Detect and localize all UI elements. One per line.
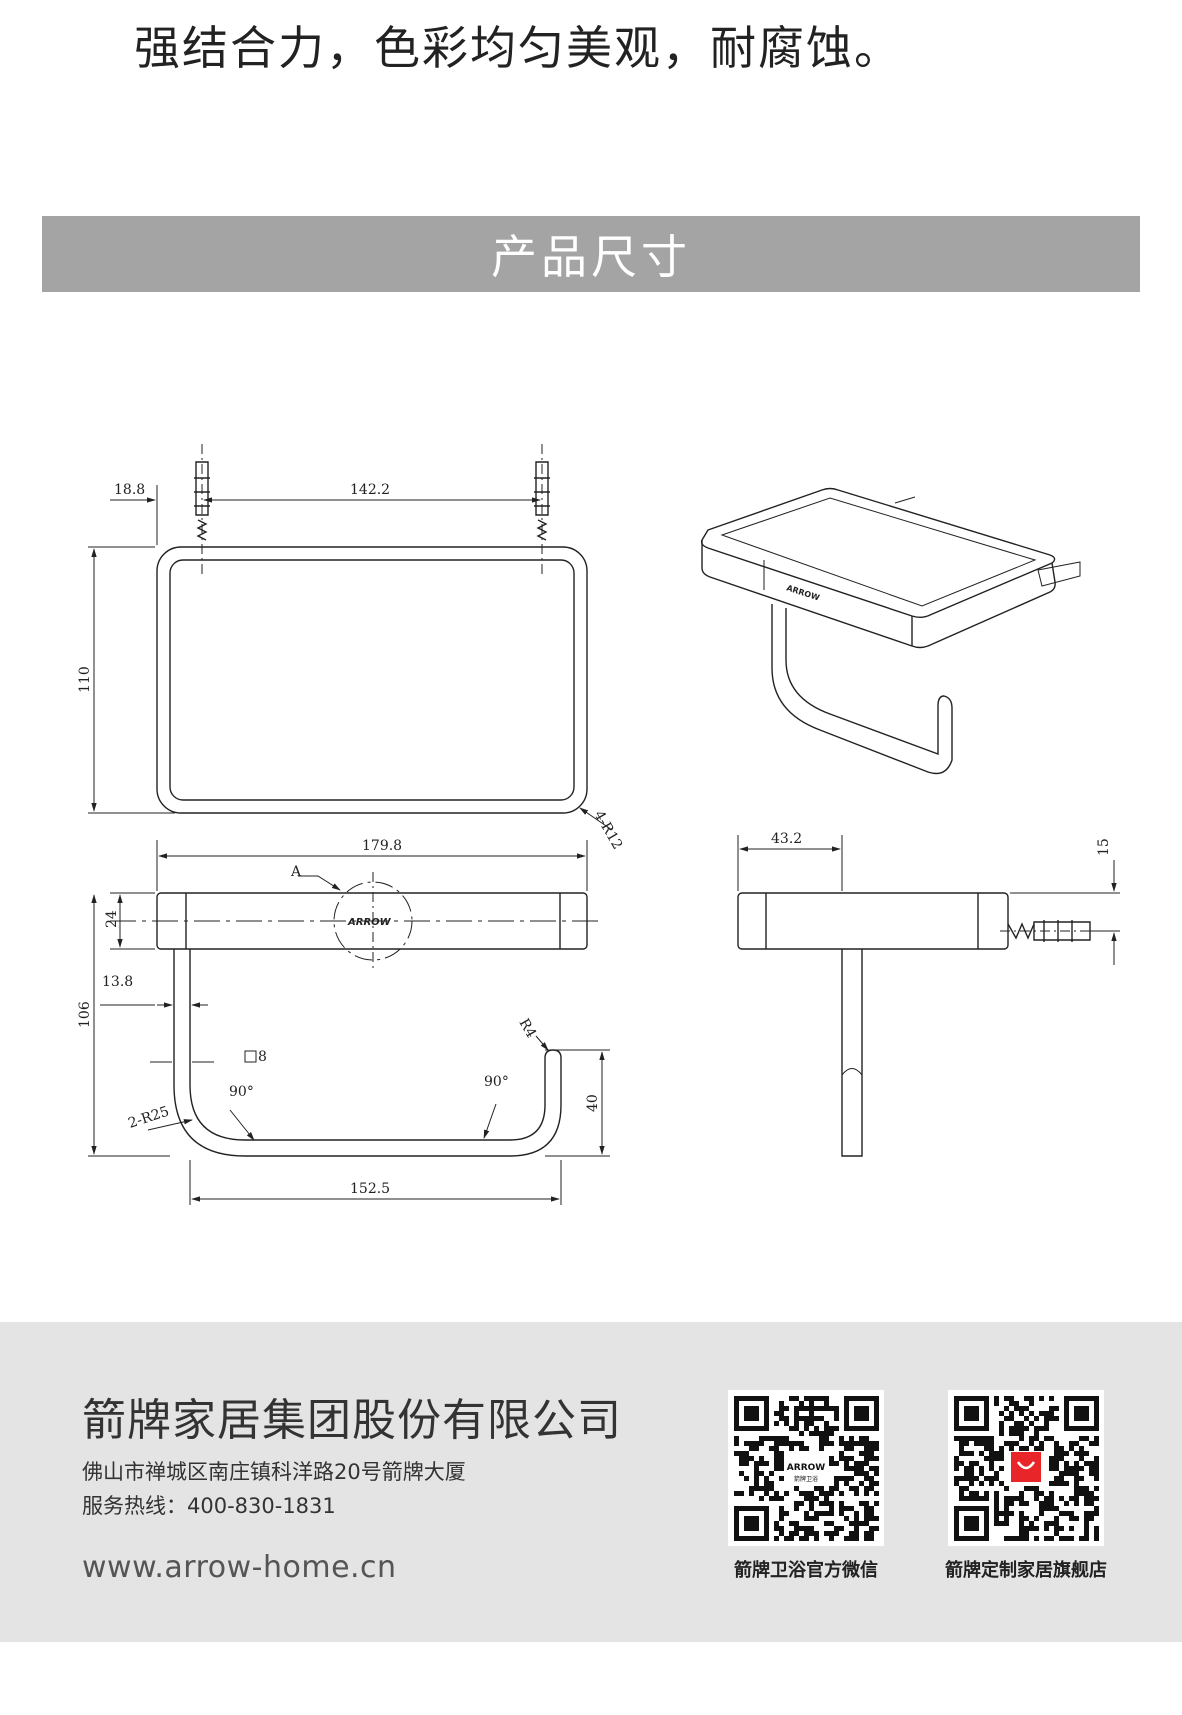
section-banner: 产品尺寸	[42, 216, 1140, 292]
dim-side-depth: 43.2	[771, 831, 802, 847]
qr-center-subtext: 箭牌卫浴	[794, 1475, 818, 1483]
dim-total-width: 179.8	[362, 838, 402, 854]
dim-angle-right: 90°	[484, 1074, 509, 1090]
wall-anchor-left	[194, 444, 210, 575]
footer: 箭牌家居集团股份有限公司 佛山市禅城区南庄镇科洋路20号箭牌大厦 服务热线：40…	[0, 1322, 1182, 1642]
top-view-inner-frame	[169, 559, 575, 801]
dim-shelf-thickness: 24	[104, 910, 120, 928]
top-view-outer-frame	[156, 546, 588, 814]
dim-bar-offset: 13.8	[102, 974, 133, 990]
brand-mark-detail: ARROW	[347, 917, 392, 928]
top-view	[88, 444, 613, 831]
dim-height-top: 110	[77, 666, 93, 693]
iso-shelf-top	[700, 487, 1056, 618]
isometric-view	[700, 487, 1081, 775]
company-name: 箭牌家居集团股份有限公司	[82, 1395, 622, 1446]
dim-anchor-spacing: 142.2	[350, 482, 390, 498]
hanging-bar	[173, 949, 562, 1157]
qr-code-wechat-pattern: ARROW 箭牌卫浴	[734, 1396, 879, 1541]
dim-bar-section: 8	[258, 1049, 267, 1065]
dim-left-margin: 18.8	[114, 482, 145, 498]
website-link[interactable]: www.arrow-home.cn	[82, 1550, 397, 1585]
detail-circle-a	[333, 881, 413, 961]
qr-code-store-pattern	[954, 1396, 1099, 1541]
dim-bend-radius: 2-R25	[126, 1104, 171, 1132]
dim-angle-left: 90°	[229, 1084, 254, 1100]
wall-anchor-right	[534, 444, 550, 575]
detail-label-a: A	[290, 864, 302, 880]
dimension-drawing: 18.8 142.2 110 4-R12 179.8 A ARROW 24 13…	[77, 444, 1120, 1205]
iso-hanging-bar	[771, 604, 953, 775]
qr-code-store[interactable]	[948, 1390, 1104, 1546]
intro-text: 强结合力，色彩均匀美观，耐腐蚀。	[134, 21, 902, 75]
side-wall-anchor	[1000, 920, 1110, 942]
shelf-side	[737, 892, 1009, 950]
dim-bar-width: 152.5	[350, 1181, 390, 1197]
company-address: 佛山市禅城区南庄镇科洋路20号箭牌大厦	[82, 1460, 466, 1484]
dim-corner-radius: 4-R12	[591, 808, 626, 852]
qr-label-store: 箭牌定制家居旗舰店	[945, 1560, 1107, 1581]
brand-mark-iso: ARROW	[785, 583, 820, 602]
dim-total-height: 106	[77, 1001, 93, 1028]
dim-tip-radius: R4	[516, 1016, 540, 1041]
side-view	[737, 835, 1120, 1157]
leader-a	[298, 875, 341, 891]
front-view	[88, 840, 610, 1205]
shopping-bag-icon	[1011, 1452, 1041, 1482]
qr-center-text: ARROW	[787, 1463, 825, 1473]
qr-label-wechat: 箭牌卫浴官方微信	[734, 1560, 878, 1581]
section-square-symbol	[244, 1050, 257, 1063]
dim-bar-depth: 40	[585, 1094, 601, 1112]
section-title: 产品尺寸	[491, 230, 691, 284]
qr-code-wechat[interactable]: ARROW 箭牌卫浴	[728, 1390, 884, 1546]
iso-shelf-inner	[720, 497, 1037, 607]
service-hotline: 服务热线：400-830-1831	[82, 1494, 336, 1518]
dim-anchor-height: 15	[1096, 838, 1112, 856]
